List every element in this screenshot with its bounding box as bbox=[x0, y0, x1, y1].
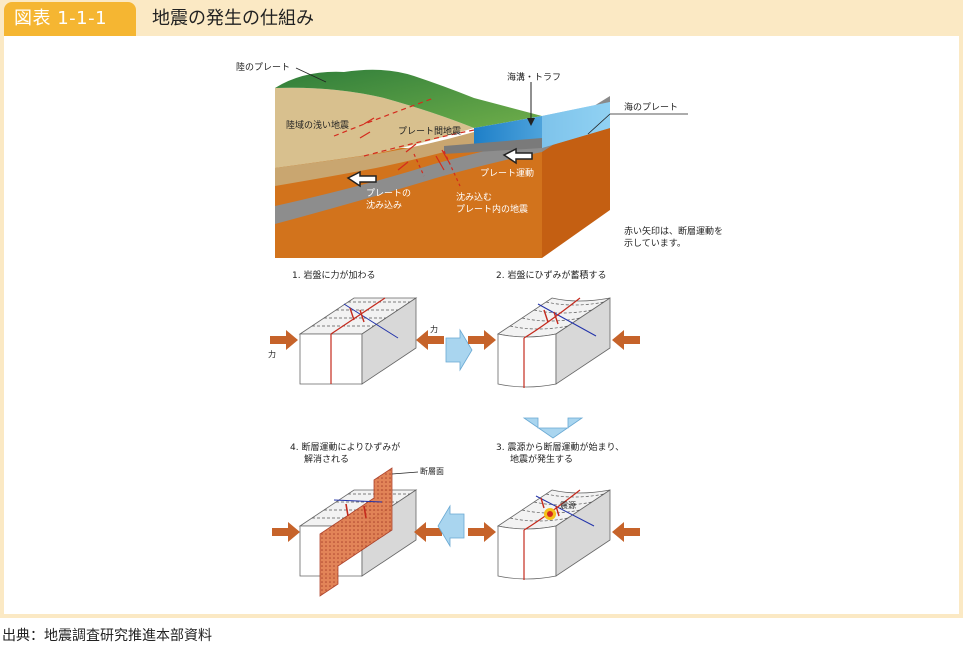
step-4-title-2: 解消される bbox=[304, 453, 349, 465]
subduction-direction-arrow bbox=[346, 170, 377, 188]
label-plate-motion: プレート運動 bbox=[480, 168, 534, 179]
fault-line-shallow bbox=[333, 97, 435, 137]
label-subduction-1: プレートの bbox=[366, 188, 411, 199]
fault-line bbox=[330, 297, 386, 335]
label-intraplate-2: プレート内の地震 bbox=[456, 203, 528, 215]
figure-title: 地震の発生の仕組み bbox=[152, 8, 314, 29]
flow-arrow-2-to-3 bbox=[522, 417, 584, 439]
force-label-right: 力 bbox=[430, 324, 438, 334]
step-3-block bbox=[468, 489, 640, 580]
step-1-title: 1. 岩盤に力が加わる bbox=[292, 269, 375, 281]
fault-line-interplate bbox=[363, 129, 475, 157]
step-4-title-1: 4. 断層運動によりひずみが bbox=[290, 441, 400, 453]
figure-source: 出典：地震調査研究推進本部資料 bbox=[2, 628, 212, 644]
force-label-left: 力 bbox=[268, 349, 276, 359]
label-oceanic-plate: 海のプレート bbox=[624, 101, 678, 113]
step-3-title-2: 地震が発生する bbox=[510, 453, 573, 465]
fault-plane bbox=[319, 467, 393, 597]
step-3-title-1: 3. 震源から断層運動が始まり、 bbox=[496, 441, 624, 453]
label-interplate-quake: プレート間地震 bbox=[398, 125, 461, 137]
label-shallow-quake: 陸域の浅い地震 bbox=[286, 119, 349, 131]
earthquake-mechanism-diagram: 陸のプレート 海溝・トラフ 海のプレート 陸域の浅い地震 プレート間地震 プレー… bbox=[236, 61, 723, 597]
figure-frame: 図表 1-1-1 地震の発生の仕組み bbox=[0, 0, 963, 618]
land-surface bbox=[275, 69, 542, 128]
fault-motion-arrows bbox=[359, 117, 451, 171]
step-1-block bbox=[270, 297, 444, 385]
hypocenter-label: 震源 bbox=[560, 501, 576, 510]
plate-block-diagram bbox=[275, 67, 688, 258]
flow-arrow-3-to-4 bbox=[437, 504, 465, 548]
continental-crust bbox=[275, 87, 474, 168]
step-2-title: 2. 岩盤にひずみが蓄積する bbox=[496, 269, 606, 281]
label-subduction-2: 沈み込み bbox=[366, 199, 402, 211]
figure-header: 図表 1-1-1 地震の発生の仕組み bbox=[0, 0, 963, 36]
subducting-slab bbox=[275, 138, 542, 224]
label-intraplate-1: 沈み込む bbox=[456, 191, 492, 203]
label-trench: 海溝・トラフ bbox=[507, 71, 561, 83]
label-continental-plate: 陸のプレート bbox=[236, 61, 290, 73]
step-2-block bbox=[468, 297, 640, 388]
figure-number-tag: 図表 1-1-1 bbox=[4, 2, 136, 36]
note-line-2: 示しています。 bbox=[624, 238, 686, 249]
step-4-block bbox=[272, 467, 442, 597]
force-arrow-left bbox=[270, 330, 298, 350]
force-arrow-right bbox=[416, 330, 444, 350]
oceanic-plate-motion-arrow bbox=[502, 147, 533, 165]
fault-plane-label: 断層面 bbox=[420, 466, 444, 476]
flow-arrow-1-to-2 bbox=[445, 328, 473, 372]
block-front-face bbox=[275, 148, 542, 258]
note-line-1: 赤い矢印は、断層運動を bbox=[624, 225, 723, 237]
figure-body: 陸のプレート 海溝・トラフ 海のプレート 陸域の浅い地震 プレート間地震 プレー… bbox=[4, 36, 959, 614]
